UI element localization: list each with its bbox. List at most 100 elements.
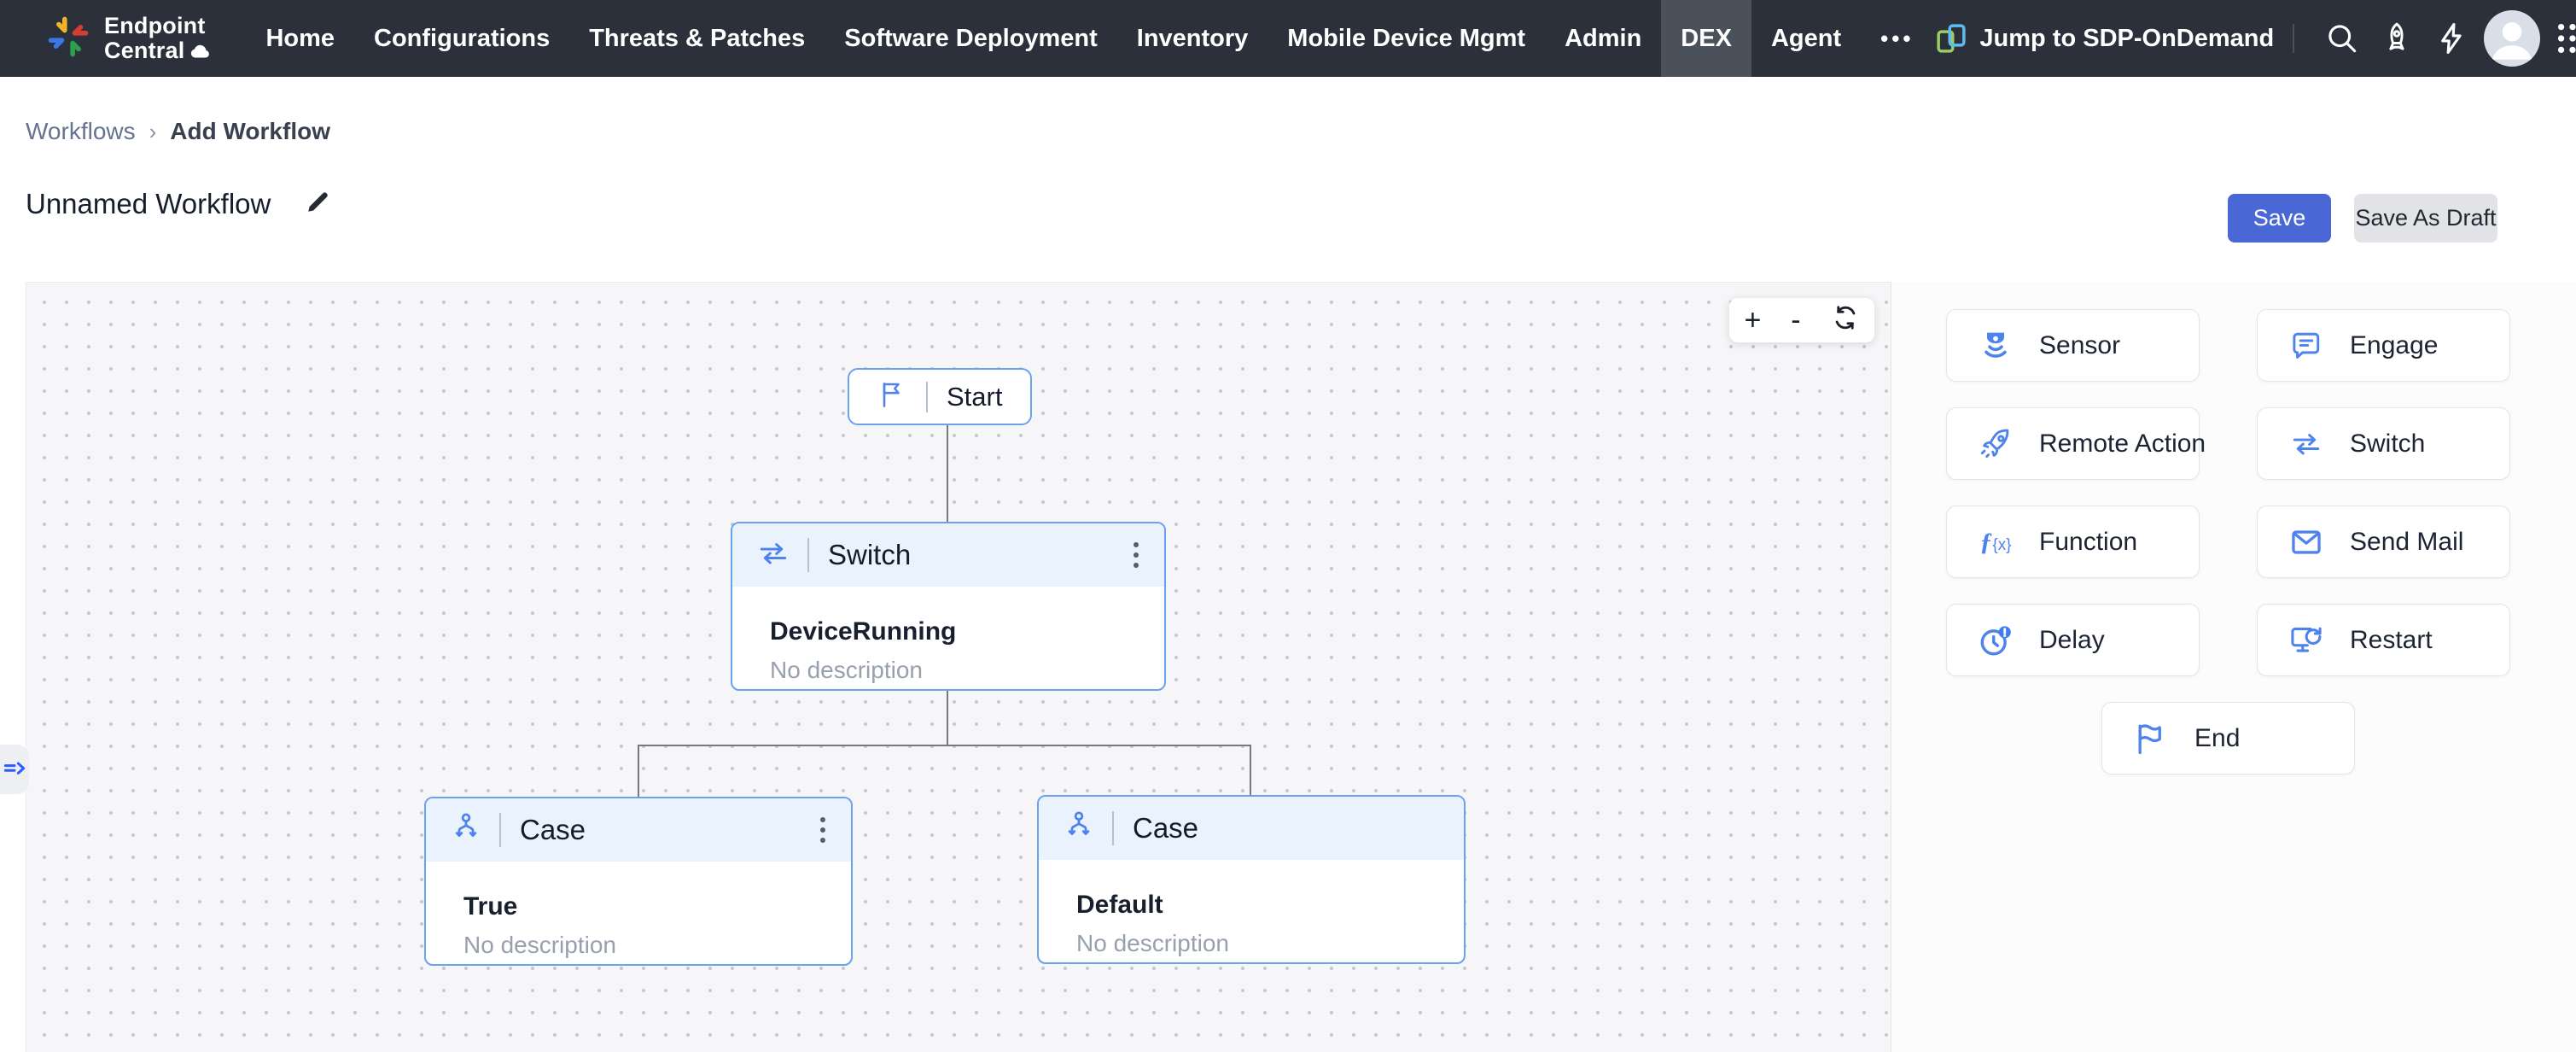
nav-item-mobile-device-mgmt[interactable]: Mobile Device Mgmt bbox=[1287, 24, 1526, 52]
palette-item-switch[interactable]: Switch bbox=[2257, 407, 2510, 480]
nav-item-agent[interactable]: Agent bbox=[1770, 24, 1842, 52]
palette-item-delay[interactable]: Delay bbox=[1946, 604, 2200, 676]
palette-item-send-mail[interactable]: Send Mail bbox=[2257, 506, 2510, 578]
connector-start-switch bbox=[947, 425, 948, 522]
nav-item-home[interactable]: Home bbox=[265, 24, 335, 52]
save-button[interactable]: Save bbox=[2228, 194, 2331, 243]
case-true-kebab-menu-icon[interactable] bbox=[815, 812, 830, 848]
delay-icon bbox=[1976, 621, 2015, 660]
end-flag-icon bbox=[2131, 719, 2171, 758]
workflow-main: + - bbox=[0, 282, 2576, 1052]
connector-switch-riser bbox=[947, 691, 948, 745]
palette-label: Function bbox=[2039, 527, 2138, 556]
nav-more-menu[interactable]: ••• bbox=[1880, 25, 1915, 51]
palette-label: Restart bbox=[2350, 625, 2433, 654]
palette-label: Send Mail bbox=[2350, 527, 2464, 556]
nav-menu: Home Configurations Threats & Patches So… bbox=[246, 0, 1933, 77]
quick-actions-bolt-icon[interactable] bbox=[2424, 11, 2479, 66]
palette-item-end[interactable]: End bbox=[2101, 702, 2355, 774]
function-icon: ƒ{x} bbox=[1979, 527, 2012, 556]
workflow-canvas[interactable]: + - bbox=[26, 282, 1891, 1052]
breadcrumb-current: Add Workflow bbox=[170, 118, 330, 144]
expand-panel-icon bbox=[3, 762, 26, 774]
pinwheel-logo-icon bbox=[44, 13, 92, 65]
page-header: Workflows › Add Workflow Unnamed Workflo… bbox=[0, 77, 2576, 282]
palette-label: Sensor bbox=[2039, 330, 2121, 359]
case-true-node[interactable]: Case True No description bbox=[424, 797, 853, 966]
palette-item-engage[interactable]: Engage bbox=[2257, 309, 2510, 382]
sensor-icon bbox=[1976, 326, 2015, 365]
brand-logo[interactable]: Endpoint Central bbox=[44, 13, 212, 65]
switch-node-name: DeviceRunning bbox=[770, 617, 957, 646]
sdp-jump-icon bbox=[1937, 24, 1967, 53]
palette-item-function[interactable]: ƒ{x} Function bbox=[1946, 506, 2200, 578]
case-default-node[interactable]: Case Default No description bbox=[1037, 795, 1466, 964]
breadcrumb: Workflows › Add Workflow bbox=[26, 118, 330, 145]
case-true-divider bbox=[499, 813, 501, 847]
palette-label: Engage bbox=[2350, 330, 2439, 359]
palette-label: Remote Action bbox=[2039, 429, 2206, 458]
cloud-icon bbox=[191, 44, 210, 58]
app-grid-icon[interactable] bbox=[2545, 11, 2576, 66]
palette-label: End bbox=[2194, 723, 2241, 752]
brand-name: Endpoint Central bbox=[104, 14, 212, 63]
connector-branch-horizontal bbox=[638, 745, 1251, 746]
nav-item-software-deployment[interactable]: Software Deployment bbox=[844, 24, 1098, 52]
nav-item-configurations[interactable]: Configurations bbox=[374, 24, 551, 52]
switch-header-divider bbox=[807, 538, 809, 572]
case-default-title: Case bbox=[1133, 812, 1199, 844]
connector-branch-left bbox=[638, 745, 639, 797]
start-node-label: Start bbox=[947, 381, 1003, 412]
zoom-out-button[interactable]: - bbox=[1791, 304, 1801, 336]
case-branch-icon bbox=[1061, 809, 1097, 849]
palette-item-restart[interactable]: Restart bbox=[2257, 604, 2510, 676]
switch-node-header: Switch bbox=[732, 523, 1164, 587]
nav-item-admin[interactable]: Admin bbox=[1565, 24, 1642, 52]
reset-view-icon[interactable] bbox=[1831, 303, 1860, 337]
page-title: Unnamed Workflow bbox=[26, 187, 271, 219]
switch-node-title: Switch bbox=[828, 539, 912, 570]
case-true-title: Case bbox=[520, 814, 586, 845]
start-node[interactable]: Start bbox=[848, 368, 1032, 425]
case-true-description: No description bbox=[463, 932, 616, 958]
breadcrumb-workflows-link[interactable]: Workflows bbox=[26, 118, 136, 144]
restart-icon bbox=[2287, 621, 2326, 660]
case-default-header: Case bbox=[1039, 797, 1464, 860]
palette-label: Switch bbox=[2350, 429, 2426, 458]
nav-divider bbox=[2293, 24, 2295, 53]
palette-label: Delay bbox=[2039, 625, 2105, 654]
whats-new-rocket-icon[interactable] bbox=[2369, 11, 2424, 66]
top-nav: Endpoint Central Home Configurations Thr… bbox=[0, 0, 2576, 77]
switch-icon bbox=[2287, 424, 2326, 464]
jump-to-sdp-link[interactable]: Jump to SDP-OnDemand bbox=[1933, 20, 2274, 56]
case-true-name: True bbox=[463, 892, 518, 920]
nav-item-dex[interactable]: DEX bbox=[1661, 0, 1751, 77]
zoom-in-button[interactable]: + bbox=[1744, 304, 1762, 336]
switch-icon bbox=[755, 535, 792, 576]
start-divider bbox=[926, 381, 928, 412]
zoom-controls: + - bbox=[1729, 298, 1874, 342]
send-mail-icon bbox=[2287, 523, 2326, 562]
case-default-divider bbox=[1112, 811, 1114, 845]
nav-item-threats-patches[interactable]: Threats & Patches bbox=[589, 24, 806, 52]
case-true-header: Case bbox=[426, 798, 851, 862]
switch-node[interactable]: Switch DeviceRunning No description bbox=[731, 522, 1166, 691]
switch-node-description: No description bbox=[770, 657, 923, 683]
connector-branch-right bbox=[1250, 745, 1251, 795]
save-as-draft-button[interactable]: Save As Draft bbox=[2354, 194, 2497, 243]
case-default-description: No description bbox=[1076, 930, 1229, 956]
start-flag-icon bbox=[877, 379, 907, 414]
remote-action-icon bbox=[1976, 424, 2015, 464]
node-palette: Sensor Engage bbox=[1891, 282, 2576, 1052]
user-avatar[interactable] bbox=[2484, 10, 2541, 67]
case-default-name: Default bbox=[1076, 891, 1163, 919]
palette-item-sensor[interactable]: Sensor bbox=[1946, 309, 2200, 382]
breadcrumb-separator: › bbox=[149, 118, 157, 144]
palette-item-remote-action[interactable]: Remote Action bbox=[1946, 407, 2206, 480]
expand-panel-toggle[interactable] bbox=[0, 745, 29, 794]
search-icon[interactable] bbox=[2315, 11, 2369, 66]
switch-kebab-menu-icon[interactable] bbox=[1128, 537, 1144, 573]
nav-item-inventory[interactable]: Inventory bbox=[1136, 24, 1249, 52]
edit-title-pencil-icon[interactable] bbox=[303, 186, 334, 221]
